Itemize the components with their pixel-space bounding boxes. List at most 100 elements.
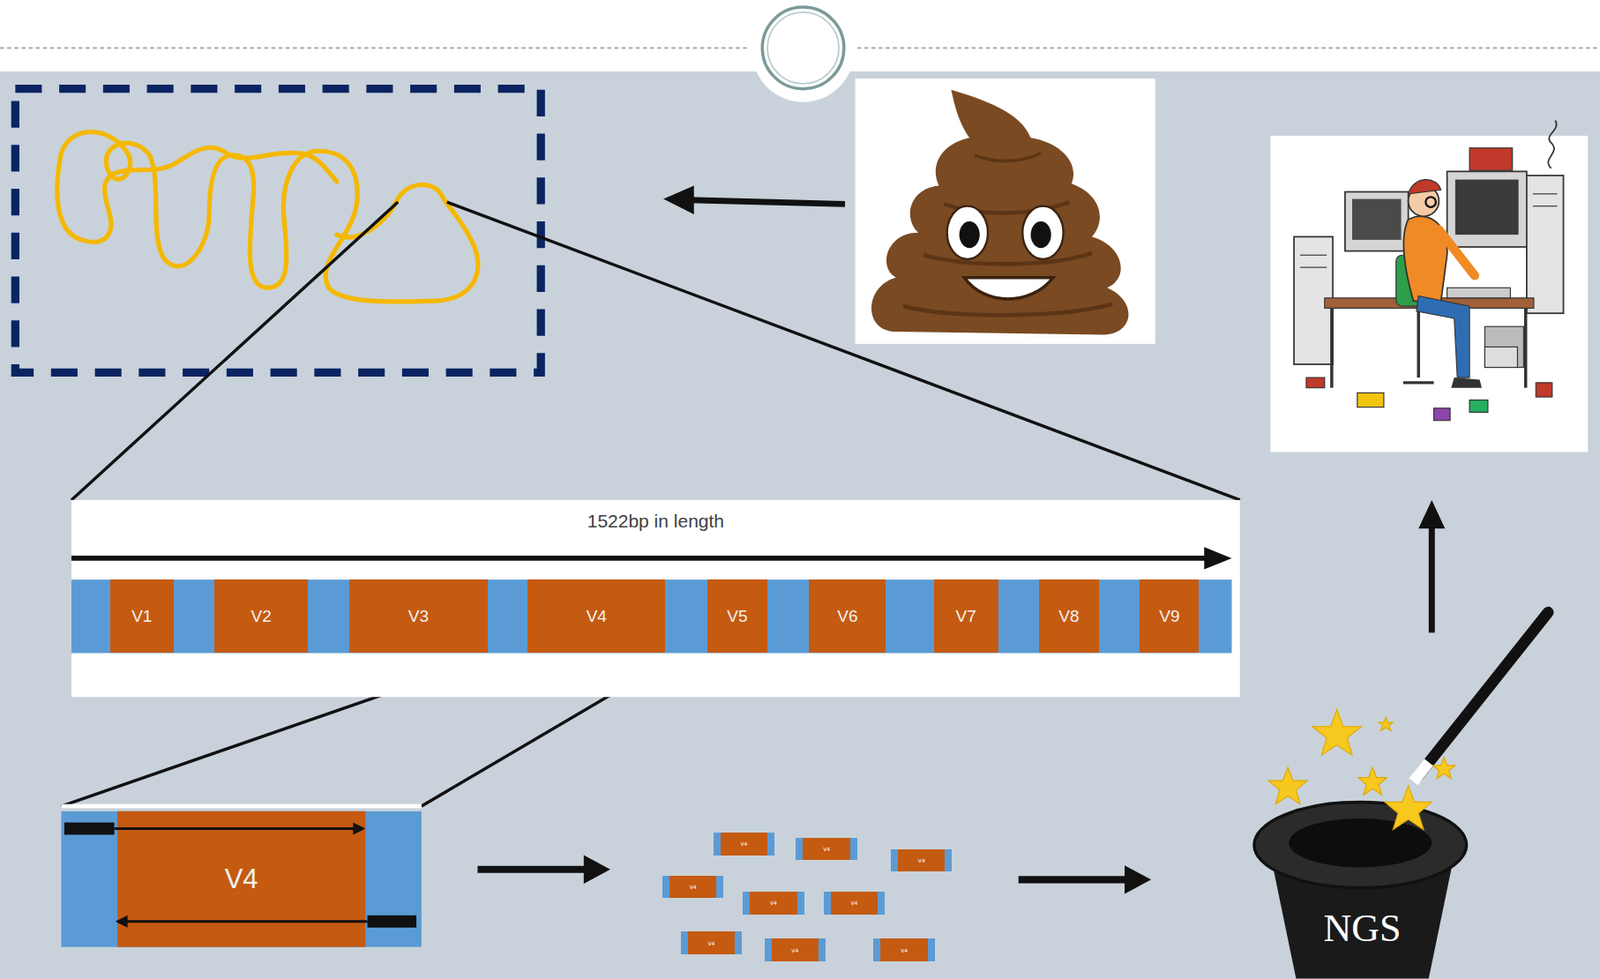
- variable-region: V6: [808, 579, 886, 653]
- v4-amplicon-part: [64, 822, 115, 836]
- arrow-part: [688, 200, 845, 205]
- gene-panel-part: [71, 500, 1241, 697]
- variable-region: V7: [934, 579, 999, 653]
- region-label: V2: [251, 606, 272, 627]
- variable-region: V9: [1139, 579, 1199, 653]
- stool-sample-icon-part: [923, 253, 1092, 264]
- region-label: V4: [586, 606, 607, 627]
- bioinformatician-cartoon-part: [1330, 307, 1333, 388]
- gene-panel-part: [71, 579, 1233, 653]
- ngs-magic-hat-part-part: [1268, 767, 1308, 805]
- stool-sample-icon: [855, 78, 1156, 344]
- arrow: [1418, 500, 1445, 633]
- stool-sample-icon-part: [1031, 221, 1052, 248]
- stool-sample-icon-part: [959, 221, 980, 248]
- arrow: [477, 855, 1152, 895]
- bioinformatician-cartoon-part: [1425, 196, 1436, 208]
- zoom-lines: [60, 201, 1240, 807]
- sample-dna-box: [14, 89, 541, 374]
- v4-amplicon: [60, 804, 421, 948]
- region-label: V3: [408, 606, 429, 627]
- ngs-magic-hat-part: [1288, 818, 1432, 868]
- bioinformatician-cartoon-part: [1300, 267, 1327, 269]
- stool-sample-icon-part: [947, 206, 988, 260]
- variable-region: V2: [214, 579, 308, 653]
- ngs-label-area: NGS: [1300, 897, 1424, 959]
- bioinformatician-cartoon-part: [1450, 377, 1482, 389]
- bioinformatician-cartoon-part: [1270, 135, 1588, 453]
- amplicon-fragment: V4: [873, 938, 935, 961]
- region-label: V4: [689, 883, 697, 890]
- amplicon-fragment: V4: [713, 832, 775, 855]
- stool-sample-icon-part: [974, 153, 1041, 162]
- ngs-magic-hat-part: [1418, 612, 1548, 776]
- arrow: [663, 186, 845, 215]
- arrow-part: [1418, 500, 1445, 529]
- bioinformatician-cartoon-part: [1416, 296, 1470, 379]
- region-label: NGS: [1323, 905, 1402, 951]
- zoom-lines-part: [447, 201, 1241, 501]
- variable-region: V4: [527, 579, 666, 653]
- header-band-part: [767, 12, 839, 84]
- bioinformatician-cartoon-part: [1535, 382, 1553, 397]
- bioinformatician-cartoon: [1270, 120, 1588, 453]
- length-label: 1522bp in length: [587, 510, 725, 532]
- region-label: V4: [900, 947, 908, 954]
- variable-region: V5: [707, 579, 768, 653]
- ngs-magic-hat-part: [1254, 801, 1467, 888]
- amplicon-fragment: V4: [680, 931, 742, 954]
- arrow-part: [1124, 865, 1152, 894]
- bioinformatician-cartoon-part: [1352, 199, 1402, 240]
- gene-panel: [71, 500, 1241, 697]
- header-band-part: [752, 0, 855, 103]
- bioinformatician-cartoon-part: [1403, 381, 1435, 384]
- ngs-magic-hat-part: [1268, 709, 1456, 830]
- ngs-magic-hat-part: [1413, 762, 1429, 782]
- bioinformatician-cartoon-part: [1306, 377, 1325, 389]
- v4-amplicon-part: [352, 822, 366, 836]
- bioinformatician-cartoon-part: [1357, 392, 1384, 407]
- bioinformatician-cartoon-part: [1434, 408, 1451, 421]
- v4-amplicon-part: [124, 919, 367, 923]
- stool-sample-icon-part: [855, 78, 1156, 344]
- bioinformatician-cartoon-part: [1469, 148, 1513, 171]
- bioinformatician-cartoon-part: [1469, 400, 1488, 413]
- amplicon-fragment: V4: [795, 837, 857, 860]
- sample-dna-box-part: [57, 132, 479, 302]
- arrow-part: [1428, 525, 1436, 633]
- bioinformatician-cartoon-part: [1438, 229, 1474, 276]
- arrow-part: [1018, 875, 1129, 883]
- bioinformatician-cartoon-part: [1532, 193, 1558, 195]
- bioinformatician-cartoon-part: [1455, 179, 1519, 235]
- variable-region: V8: [1039, 579, 1100, 653]
- v4-amplicon-part: [60, 804, 421, 809]
- bioinformatician-cartoon-part: [1547, 120, 1556, 169]
- variable-region: V1: [110, 579, 174, 653]
- ngs-magic-hat: [1254, 612, 1548, 979]
- bioinformatician-cartoon-part: [1447, 287, 1511, 299]
- bioinformatician-cartoon-part: [1345, 192, 1409, 252]
- region-label: V4: [791, 947, 799, 954]
- v4-amplicon-part: [114, 827, 358, 830]
- region-label: V9: [1158, 606, 1180, 627]
- stool-sample-icon-part: [1022, 206, 1063, 260]
- region-label: V4: [707, 940, 715, 947]
- region-label: V8: [1058, 606, 1079, 627]
- ngs-magic-hat-part-part: [1378, 717, 1393, 731]
- header-band-part: [762, 7, 845, 90]
- zoom-lines-part: [71, 201, 398, 501]
- ngs-magic-hat-part-part: [1358, 767, 1387, 795]
- ngs-magic-hat-part-part: [1384, 785, 1432, 830]
- amplicon-fragment: V4: [823, 891, 885, 914]
- bioinformatician-cartoon-part: [1447, 171, 1527, 247]
- region-label: V4: [224, 863, 259, 896]
- v4-amplicon-part: [117, 811, 366, 948]
- bioinformatician-cartoon-part: [1532, 205, 1558, 207]
- v4-amplicon-part: [115, 915, 128, 928]
- stool-sample-icon-part: [871, 89, 1129, 336]
- gene-panel-part: [71, 555, 1210, 561]
- region-label: V6: [837, 606, 858, 627]
- bioinformatician-cartoon-part: [1416, 306, 1420, 378]
